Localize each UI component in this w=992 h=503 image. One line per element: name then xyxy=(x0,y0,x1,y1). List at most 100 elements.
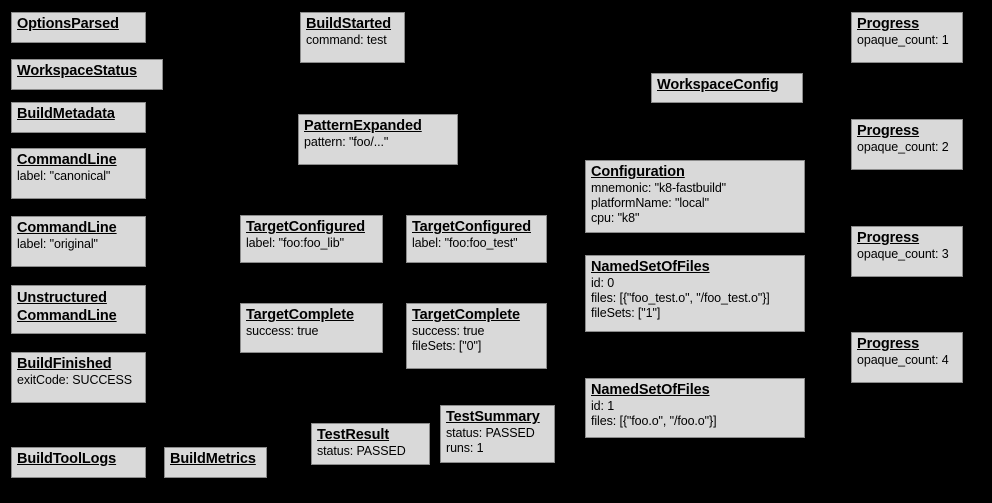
event-node-title-line: TargetComplete xyxy=(412,307,520,323)
event-node-title-line: TargetConfigured xyxy=(246,219,365,235)
event-node-fields: opaque_count: 4 xyxy=(857,353,957,368)
event-node-title-line: TargetConfigured xyxy=(412,219,531,235)
event-node-field: success: true xyxy=(246,324,319,338)
event-node-build-metadata[interactable]: BuildMetadata xyxy=(11,102,146,133)
event-node-title: Progress xyxy=(857,336,957,353)
event-node-fields: success: true xyxy=(246,324,377,339)
event-node-fields: opaque_count: 3 xyxy=(857,247,957,262)
event-node-field: fileSets: ["1"] xyxy=(591,306,661,320)
event-node-field: status: PASSED xyxy=(317,444,406,458)
event-node-field: opaque_count: 1 xyxy=(857,33,949,47)
event-node-title-line: CommandLine xyxy=(17,152,117,168)
event-node-field: id: 0 xyxy=(591,276,615,290)
event-node-build-metrics[interactable]: BuildMetrics xyxy=(164,447,267,478)
event-node-fields: opaque_count: 1 xyxy=(857,33,957,48)
event-node-field: mnemonic: "k8-fastbuild" xyxy=(591,181,727,195)
event-node-title-line: TestSummary xyxy=(446,409,540,425)
event-node-fields: status: PASSED xyxy=(317,444,424,459)
event-node-title-line: Unstructured xyxy=(17,290,107,306)
event-node-fields: opaque_count: 2 xyxy=(857,140,957,155)
event-node-workspace-config[interactable]: WorkspaceConfig xyxy=(651,73,803,103)
event-node-title: NamedSetOfFiles xyxy=(591,259,799,276)
event-node-field: id: 1 xyxy=(591,399,615,413)
event-node-title-line: BuildMetadata xyxy=(17,106,115,122)
event-node-title-line: NamedSetOfFiles xyxy=(591,382,710,398)
event-node-title: Progress xyxy=(857,230,957,247)
event-node-title: BuildMetrics xyxy=(170,451,261,468)
event-node-title-line: PatternExpanded xyxy=(304,118,422,134)
event-node-title: TargetConfigured xyxy=(412,219,541,236)
event-node-options-parsed[interactable]: OptionsParsed xyxy=(11,12,146,43)
event-node-title-line: Progress xyxy=(857,16,920,32)
event-node-title: BuildFinished xyxy=(17,356,140,373)
event-node-title: CommandLine xyxy=(17,220,140,237)
event-node-title: OptionsParsed xyxy=(17,16,140,33)
event-node-fields: label: "canonical" xyxy=(17,169,140,184)
event-node-title: BuildToolLogs xyxy=(17,451,140,468)
event-node-title: TargetComplete xyxy=(412,307,541,324)
event-node-title: Progress xyxy=(857,16,957,33)
event-node-fields: label: "foo:foo_lib" xyxy=(246,236,377,251)
event-node-title: NamedSetOfFiles xyxy=(591,382,799,399)
event-node-field: success: true xyxy=(412,324,485,338)
event-node-title-line: WorkspaceConfig xyxy=(657,77,779,93)
event-node-title: Progress xyxy=(857,123,957,140)
event-node-title-line: BuildStarted xyxy=(306,16,392,32)
event-node-title-line: Progress xyxy=(857,230,920,246)
event-node-field: label: "foo:foo_lib" xyxy=(246,236,344,250)
event-node-title-line: OptionsParsed xyxy=(17,16,119,32)
event-node-field: runs: 1 xyxy=(446,441,484,455)
event-node-fields: exitCode: SUCCESS xyxy=(17,373,140,388)
event-node-field: label: "foo:foo_test" xyxy=(412,236,518,250)
event-node-field: fileSets: ["0"] xyxy=(412,339,482,353)
event-node-title: Configuration xyxy=(591,164,799,181)
event-node-title-line: BuildMetrics xyxy=(170,451,256,467)
event-node-field: opaque_count: 2 xyxy=(857,140,949,154)
event-node-title: CommandLine xyxy=(17,152,140,169)
event-node-title: TestSummary xyxy=(446,409,549,426)
event-node-title-line: Configuration xyxy=(591,164,685,180)
event-node-title-line: Progress xyxy=(857,123,920,139)
event-node-title: WorkspaceStatus xyxy=(17,63,157,80)
event-node-title-line: NamedSetOfFiles xyxy=(591,259,710,275)
event-node-workspace-status[interactable]: WorkspaceStatus xyxy=(11,59,163,90)
event-node-field: label: "original" xyxy=(17,237,98,251)
event-node-title: BuildMetadata xyxy=(17,106,140,123)
event-node-field: status: PASSED xyxy=(446,426,535,440)
event-node-fields: mnemonic: "k8-fastbuild"platformName: "l… xyxy=(591,181,799,226)
event-node-field: opaque_count: 3 xyxy=(857,247,949,261)
event-node-title: WorkspaceConfig xyxy=(657,77,797,94)
event-node-field: label: "canonical" xyxy=(17,169,111,183)
event-node-title-line: WorkspaceStatus xyxy=(17,63,137,79)
event-node-field: pattern: "foo/..." xyxy=(304,135,389,149)
event-node-title-line: Progress xyxy=(857,336,920,352)
event-node-field: files: [{"foo.o", "/foo.o"}] xyxy=(591,414,717,428)
event-node-build-tool-logs[interactable]: BuildToolLogs xyxy=(11,447,146,478)
event-node-title: TestResult xyxy=(317,427,424,444)
event-node-title-line: CommandLine xyxy=(17,220,117,236)
event-node-title-line: CommandLine xyxy=(17,308,117,324)
